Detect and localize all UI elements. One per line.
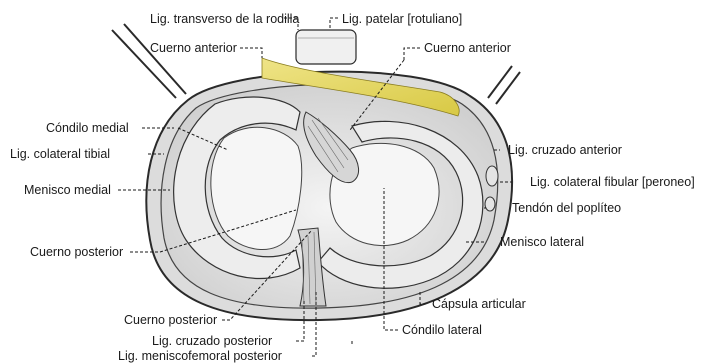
label-tendon-popliteo: Tendón del poplíteo (512, 201, 621, 215)
medial-condyle (211, 127, 302, 249)
label-cuerno-posterior-medial: Cuerno posterior (30, 245, 123, 259)
label-lig-meniscofemoral: Lig. meniscofemoral posterior (118, 349, 282, 363)
medial-femur-shaft (112, 24, 186, 98)
label-lig-cruzado-posterior: Lig. cruzado posterior (152, 334, 272, 348)
fibular-collateral-ligament-cut (486, 166, 498, 186)
label-cuerno-posterior-lateral: Cuerno posterior (124, 313, 217, 327)
label-lig-cruzado-anterior: Lig. cruzado anterior (508, 143, 622, 157)
label-lig-patelar: Lig. patelar [rotuliano] (342, 12, 462, 26)
label-menisco-medial: Menisco medial (24, 183, 111, 197)
label-lig-colateral-fibular: Lig. colateral fibular [peroneo] (530, 175, 695, 189)
label-lig-transverso: Lig. transverso de la rodilla (150, 12, 299, 26)
label-condilo-medial: Cóndilo medial (46, 121, 129, 135)
label-capsula-articular: Cápsula articular (432, 297, 526, 311)
label-cuerno-anterior-lateral: Cuerno anterior (424, 41, 511, 55)
label-lig-colateral-tibial: Lig. colateral tibial (10, 147, 110, 161)
patellar-tendon-cut (296, 30, 356, 64)
lateral-femur-shaft (488, 66, 520, 104)
label-cuerno-anterior-medial: Cuerno anterior (150, 41, 237, 55)
label-menisco-lateral: Menisco lateral (500, 235, 584, 249)
popliteus-tendon-cut (485, 197, 495, 211)
label-condilo-lateral: Cóndilo lateral (402, 323, 482, 337)
